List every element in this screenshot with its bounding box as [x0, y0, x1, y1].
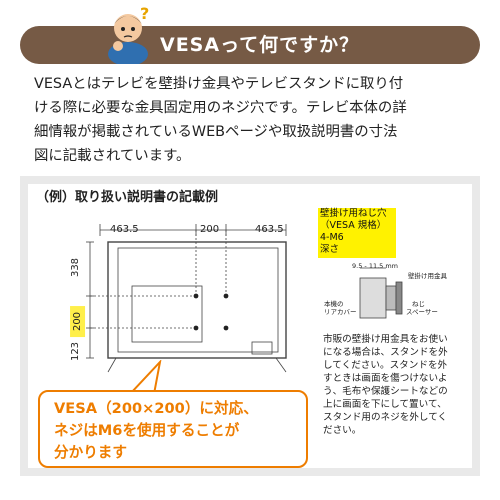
intro-line: 細情報が掲載されているWEBページや取扱説明書の寸法 [34, 124, 398, 140]
panel-title: （例）取り扱い説明書の記載例 [36, 190, 219, 205]
summary-line: 分かります [54, 444, 127, 461]
rear-cover-line: リアカバー [324, 308, 357, 316]
vesa-callout: 壁掛け用ねじ穴 （VESA 規格） 4-M6 深さ [318, 208, 396, 258]
note-line: になる場合は、スタンドを外 [323, 347, 448, 358]
callout-pointer [128, 360, 162, 394]
depth-label: 9.5 - 11.5 mm [352, 262, 399, 270]
vesa-summary-callout: VESA（200×200）に対応、 ネジはM6を使用することが 分かります [38, 390, 308, 468]
note-line: すときは画面を傷つけないよ [323, 373, 448, 384]
note-line: う、毛布や保護シートなどの [323, 386, 448, 397]
person-thinking-icon [108, 14, 148, 64]
summary-line: ネジはM6を使用することが [54, 422, 240, 439]
note-line: 市販の壁掛け用金具をお使い [323, 334, 448, 345]
dim-mid-height: 200 [70, 305, 86, 338]
rear-cover-label: 本機の リアカバー [324, 300, 357, 316]
screw-label: ねじ [412, 300, 425, 308]
vesa-callout-line: 深さ [320, 244, 340, 255]
intro-line: 図に記載されています。 [34, 148, 191, 164]
intro-line: VESAとはテレビを壁掛け金具やテレビスタンドに取り付 [34, 76, 404, 92]
vesa-callout-line: 4-M6 [320, 232, 344, 243]
intro-text: VESAとはテレビを壁掛け金具やテレビスタンドに取り付 ける際に必要な金具固定用… [34, 72, 474, 168]
header-title: VESAって何ですか？ [160, 34, 360, 56]
note-line: 上に画面を下にして置いて、 [323, 399, 447, 410]
dim-center-width: 200 [200, 224, 220, 235]
screw-detail-diagram [359, 267, 403, 319]
bracket-label: 壁掛け用金具 [408, 272, 447, 280]
header-band [20, 26, 480, 64]
vesa-callout-line: 壁掛け用ねじ穴 [320, 208, 387, 219]
dim-left-width: 463.5 [110, 224, 139, 235]
intro-line: ける際に必要な金具固定用のネジ穴です。テレビ本体の詳 [34, 100, 407, 116]
rear-cover-line: 本機の [324, 300, 344, 308]
wall-mount-note: 市販の壁掛け用金具をお使い になる場合は、スタンドを外 してください。スタンドを… [323, 333, 473, 437]
tv-rear-diagram [86, 224, 287, 373]
question-mark-icon: ? [140, 4, 150, 23]
spacer-label: スペーサー [406, 308, 438, 316]
note-line: ださい。 [323, 425, 362, 436]
dim-right-width: 463.5 [255, 224, 284, 235]
dim-top-height: 338 [70, 257, 82, 278]
summary-line: VESA（200×200）に対応、 [54, 400, 258, 417]
dim-bottom-height: 123 [70, 341, 82, 362]
note-line: してください。スタンドを外 [323, 360, 448, 371]
note-line: スタンド用のネジを外してく [323, 412, 448, 423]
vesa-callout-line: （VESA 規格） [320, 220, 387, 231]
